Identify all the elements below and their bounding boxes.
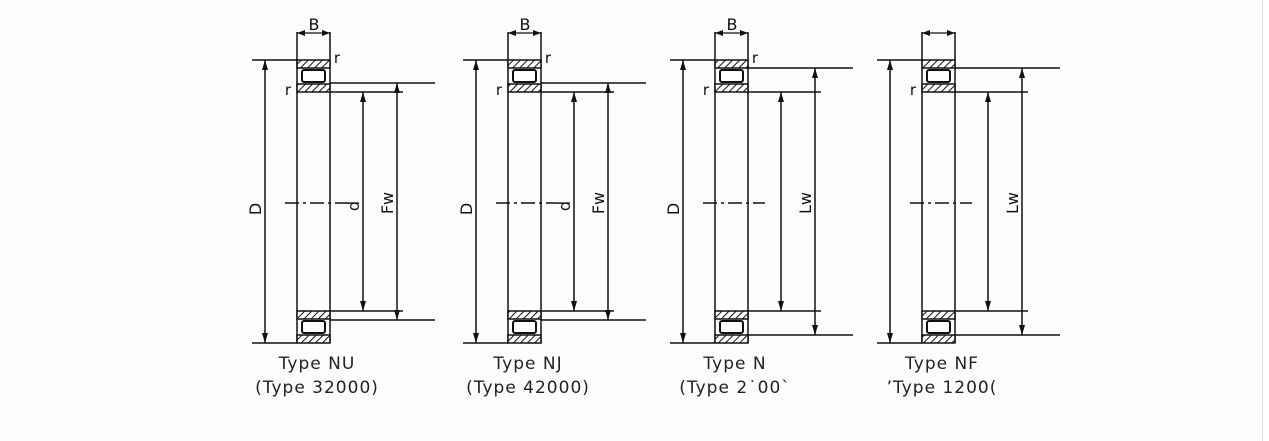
inner-ring-section [507,83,542,93]
label-D: D [457,203,476,215]
outer-ring-section [714,334,749,344]
inner-ring-section [714,310,749,320]
label-b: B [520,15,531,34]
label-D: D [664,203,683,215]
caption-line-2: (Type 32000) [255,378,379,398]
caption-line-2: (Type 42000) [466,378,590,398]
arrow [680,333,686,343]
caption-type-nu: Type NU (Type 32000) [217,352,417,400]
arrow [947,30,955,36]
arrow [394,310,400,320]
arrow [605,310,611,320]
roller-icon [512,320,537,334]
arrow [473,60,479,70]
caption-type-nf: Type NF ’Type 1200( [842,352,1042,400]
roller-icon [719,69,744,83]
roller-icon [512,69,537,83]
bearing-type-nf: Lw r [877,30,1060,344]
caption-line-2: ’Type 1200( [886,378,998,398]
outer-ring-section [714,59,749,69]
outer-ring-section [507,334,542,344]
label-d: d [555,201,574,211]
arrow [985,301,991,311]
caption-type-nj: Type NJ (Type 42000) [428,352,628,400]
inner-ring-section [296,83,331,93]
arrow [922,30,930,36]
label-d: d [344,201,363,211]
arrow [1019,68,1025,78]
caption-line-1: Type N [703,354,767,374]
roller-icon [926,69,951,83]
caption-line-2: (Type 2˙00` [679,378,791,398]
inner-ring-section [921,310,956,320]
roller-icon [926,320,951,334]
arrow [262,60,268,70]
arrow [571,92,577,102]
arrow [778,92,784,102]
arrow [812,325,818,335]
outer-ring-section [921,59,956,69]
arrow [740,30,748,36]
arrow [508,30,516,36]
inner-ring-section [296,310,331,320]
label-raceway: Lw [1003,192,1022,214]
arrow [571,301,577,311]
label-raceway: Fw [589,192,608,214]
arrow [394,83,400,93]
roller-icon [719,320,744,334]
caption-line-1: Type NJ [493,354,563,374]
arrow [533,30,541,36]
arrow [680,60,686,70]
caption-line-1: Type NU [278,354,356,374]
arrow [985,92,991,102]
label-r-inner: r [910,81,917,99]
arrow [887,333,893,343]
label-D: D [246,203,265,215]
outer-ring-section [296,334,331,344]
label-r-inner: r [285,81,292,99]
label-raceway: Fw [378,192,397,214]
label-b: B [309,15,320,34]
label-r-outer: r [334,49,341,67]
label-r-inner: r [703,81,710,99]
caption-type-n: Type N (Type 2˙00` [635,352,835,400]
arrow [473,333,479,343]
inner-ring-section [714,83,749,93]
outer-ring-section [507,59,542,69]
caption-line-1: Type NF [905,354,979,374]
label-r-outer: r [545,49,552,67]
outer-ring-section [296,59,331,69]
label-raceway: Lw [796,192,815,214]
label-b: B [727,15,738,34]
arrow [812,68,818,78]
roller-icon [301,69,326,83]
inner-ring-section [507,310,542,320]
arrow [1019,325,1025,335]
outer-ring-section [921,334,956,344]
arrow [778,301,784,311]
arrow [605,83,611,93]
arrow [322,30,330,36]
label-r-inner: r [496,81,503,99]
arrow [887,60,893,70]
arrow [262,333,268,343]
inner-ring-section [921,83,956,93]
arrow [715,30,723,36]
bearing-type-n: B D Lw r r [664,15,853,344]
label-r-outer: r [752,49,759,67]
arrow [297,30,305,36]
arrow [360,301,366,311]
arrow [360,92,366,102]
roller-icon [301,320,326,334]
